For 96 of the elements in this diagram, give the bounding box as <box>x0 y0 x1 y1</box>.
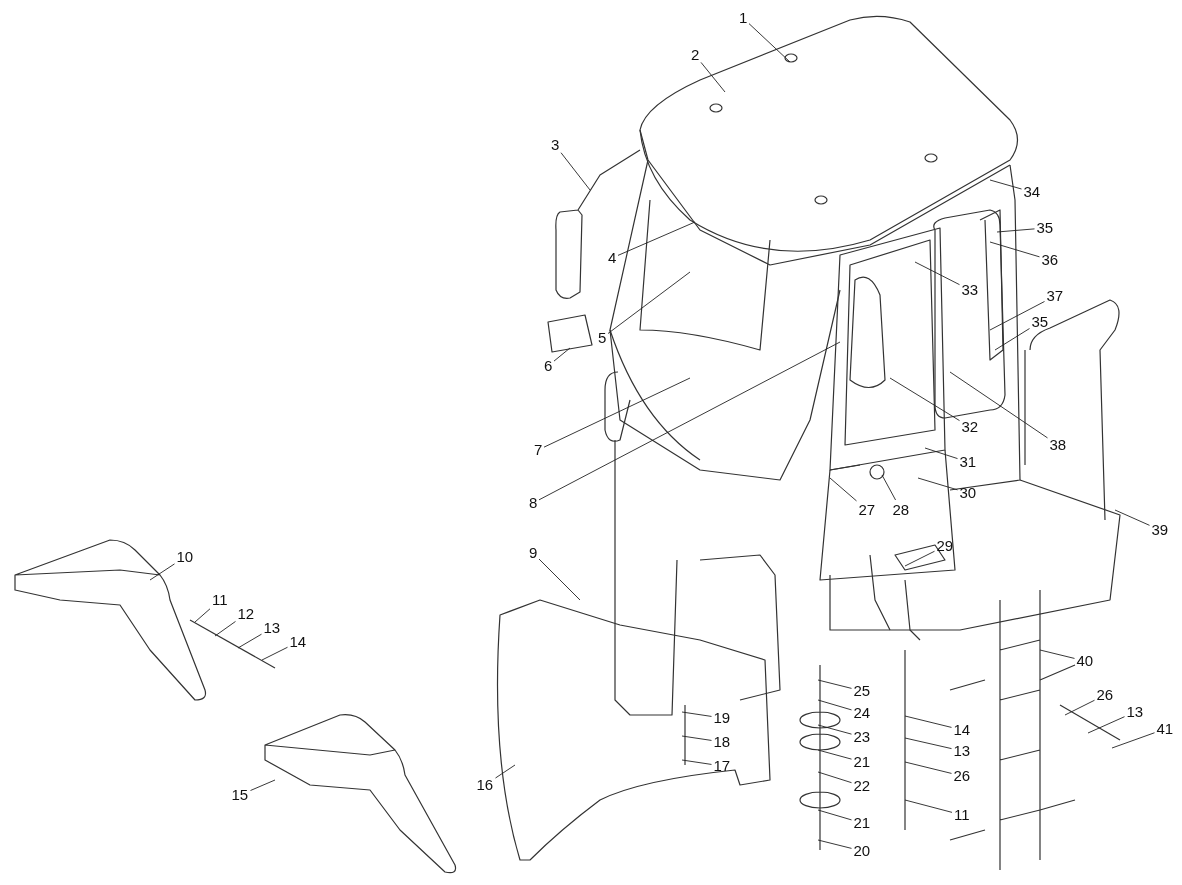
leader-line <box>617 221 696 256</box>
callout-number: 11 <box>953 806 971 824</box>
leader-line <box>1111 732 1155 749</box>
leader-line <box>904 737 952 750</box>
callout-number: 20 <box>852 842 872 860</box>
callout-number: 40 <box>1075 652 1095 670</box>
callout-number: 35 <box>1035 219 1055 237</box>
callout-number: 29 <box>935 537 955 555</box>
callout-number: 17 <box>712 757 732 775</box>
callout-number: 37 <box>1045 287 1065 305</box>
leader-line <box>538 341 841 501</box>
leader-line <box>904 761 952 774</box>
leader-line <box>560 152 591 191</box>
callout-number: 11 <box>211 591 229 609</box>
callout-number: 10 <box>175 548 195 566</box>
leader-line <box>543 377 691 448</box>
callout-number: 14 <box>288 633 308 651</box>
callout-number: 12 <box>236 605 256 623</box>
leader-line <box>817 809 852 821</box>
leader-line <box>1087 716 1125 734</box>
callout-number: 7 <box>533 441 544 459</box>
callout-number: 28 <box>891 501 911 519</box>
callout-number: 18 <box>712 733 732 751</box>
leader-line <box>989 179 1022 190</box>
callout-number: 13 <box>1125 703 1145 721</box>
callout-number: 1 <box>738 9 749 27</box>
callout-number: 9 <box>528 544 539 562</box>
callout-number: 38 <box>1048 436 1068 454</box>
leader-line <box>700 61 726 93</box>
callout-number: 3 <box>550 136 561 154</box>
leader-line <box>904 715 952 728</box>
callout-number: 25 <box>852 682 872 700</box>
leader-line <box>607 271 691 334</box>
callout-number: 2 <box>690 46 701 64</box>
callout-number: 23 <box>852 728 872 746</box>
callout-number: 41 <box>1155 720 1175 738</box>
callout-number: 32 <box>960 418 980 436</box>
callout-number: 22 <box>852 777 872 795</box>
leader-line <box>881 474 897 501</box>
leader-line <box>250 779 276 791</box>
callout-number: 8 <box>528 494 539 512</box>
callout-number: 33 <box>960 281 980 299</box>
callout-number: 15 <box>230 786 250 804</box>
callout-number: 39 <box>1150 521 1170 539</box>
leader-line <box>194 608 211 623</box>
leader-line <box>817 839 852 849</box>
leader-line <box>681 711 712 717</box>
leader-line <box>817 679 852 689</box>
leader-line <box>924 447 958 460</box>
callout-number: 14 <box>952 721 972 739</box>
callout-number: 5 <box>597 329 608 347</box>
leader-line <box>917 477 958 491</box>
leader-line <box>904 550 935 567</box>
callout-number: 24 <box>852 704 872 722</box>
leader-line <box>748 23 791 63</box>
leader-line <box>553 347 571 362</box>
leader-line <box>1039 649 1075 659</box>
leader-line <box>237 633 262 649</box>
callout-number: 36 <box>1040 251 1060 269</box>
callout-number: 31 <box>958 453 978 471</box>
leader-line <box>261 646 288 661</box>
leader-line <box>817 699 852 711</box>
callout-number: 34 <box>1022 183 1042 201</box>
leader-line <box>994 328 1030 351</box>
leader-line <box>817 724 852 735</box>
callout-number: 21 <box>852 753 872 771</box>
leader-line <box>149 563 175 581</box>
callout-number: 16 <box>475 776 495 794</box>
leader-line <box>214 621 236 637</box>
callout-number: 4 <box>607 249 618 267</box>
leader-line <box>949 371 1048 439</box>
leader-line <box>681 759 712 765</box>
leader-line <box>989 301 1045 331</box>
callout-number: 19 <box>712 709 732 727</box>
leader-line <box>829 477 857 502</box>
callout-number: 26 <box>1095 686 1115 704</box>
callout-number: 26 <box>952 767 972 785</box>
callout-number: 21 <box>852 814 872 832</box>
leader-line <box>817 749 852 760</box>
leader-line <box>889 377 960 421</box>
callout-number: 13 <box>262 619 282 637</box>
leader-line <box>1064 699 1095 716</box>
leader-line <box>914 261 960 286</box>
leader-line <box>681 735 712 741</box>
callout-number: 30 <box>958 484 978 502</box>
callout-number: 35 <box>1030 313 1050 331</box>
leader-line <box>996 228 1035 233</box>
leader-line <box>1114 509 1150 526</box>
leader-line <box>904 799 953 813</box>
callout-number: 13 <box>952 742 972 760</box>
leader-line <box>989 241 1040 258</box>
leader-line <box>817 771 852 784</box>
callout-number: 27 <box>857 501 877 519</box>
callout-number: 6 <box>543 357 554 375</box>
leader-line <box>495 764 516 779</box>
leader-line <box>538 558 581 601</box>
